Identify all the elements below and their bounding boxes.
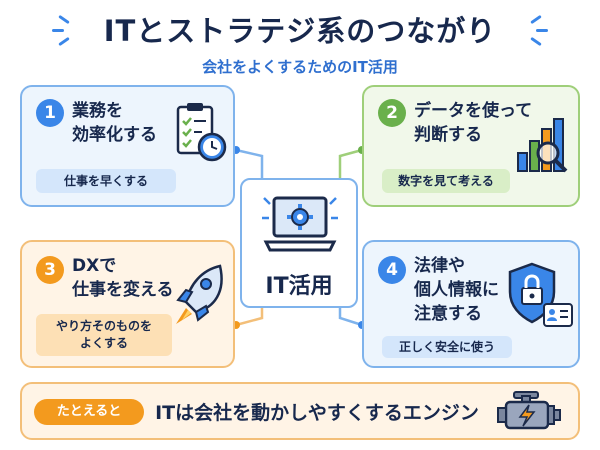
card-dx: 3 DXで 仕事を変える やり方そのものを よくする [20, 240, 235, 368]
card-pill-line: よくする [79, 336, 128, 350]
card-heading-line: 業務を [72, 101, 123, 121]
laptop-gear-icon [262, 196, 338, 252]
bottom-analogy-bar: たとえると ITは会社を動かしやすくするエンジン [20, 382, 580, 440]
card-heading: DXで 仕事を変える [72, 254, 174, 302]
engine-icon [497, 391, 561, 430]
center-label: IT活用 [265, 274, 333, 299]
connector-3 [235, 306, 264, 327]
card-heading-line: 仕事を変える [72, 280, 174, 300]
center-it-box: IT活用 [240, 178, 358, 308]
card-data-decision: 2 データを使って 判断する 数字を見て考える [362, 85, 580, 207]
card-law-privacy: 4 法律や 個人情報に 注意する 正しく安全に使う [362, 240, 580, 368]
card-heading: データを使って 判断する [414, 99, 532, 147]
card-number-badge: 2 [378, 99, 406, 127]
card-pill-line: やり方そのものを [55, 319, 152, 333]
analogy-badge: たとえると [34, 399, 144, 425]
rocket-icon [176, 264, 223, 324]
analogy-text: ITは会社を動かしやすくするエンジン [155, 402, 479, 424]
title-decoration-dash [52, 29, 64, 32]
connector-2 [338, 148, 363, 180]
card-heading: 業務を 効率化する [72, 99, 157, 147]
card-heading-line: DXで [72, 256, 117, 276]
card-pill: 正しく安全に使う [382, 336, 512, 358]
card-number-badge: 1 [36, 99, 64, 127]
card-pill: 仕事を早くする [36, 169, 176, 193]
page-title: ITとストラテジ系のつながり [103, 14, 497, 48]
card-heading: 法律や 個人情報に 注意する [414, 254, 499, 326]
checklist-clock-icon [176, 103, 227, 162]
connector-4 [338, 306, 363, 327]
card-heading-line: 効率化する [72, 125, 157, 145]
title-decoration-dash [536, 29, 548, 32]
card-number-badge: 4 [378, 256, 406, 284]
card-number-badge: 3 [36, 256, 64, 284]
card-heading-line: データを使って [414, 101, 533, 121]
bar-chart-magnifier-icon [517, 118, 568, 173]
card-heading-line: 個人情報に [414, 280, 499, 300]
card-pill: やり方そのものを よくする [36, 314, 172, 356]
card-heading-line: 法律や [414, 256, 465, 276]
shield-lock-icon [508, 262, 573, 327]
card-heading-line: 判断する [414, 125, 482, 145]
card-heading-line: 注意する [414, 304, 482, 324]
card-efficiency: 1 業務を 効率化する 仕事を早くする [20, 85, 235, 207]
connector-1 [235, 148, 264, 180]
page-subtitle: 会社をよくするためのIT活用 [202, 58, 398, 76]
card-pill: 数字を見て考える [382, 169, 510, 193]
